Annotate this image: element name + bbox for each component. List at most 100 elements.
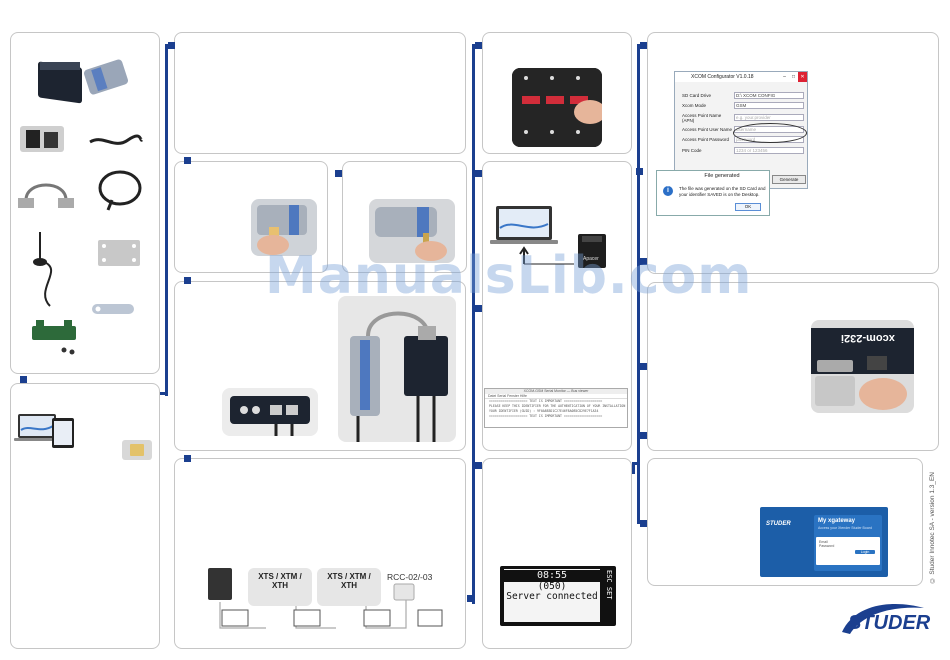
cable-connection-photo (338, 296, 456, 442)
info-icon: i (663, 186, 673, 196)
xcom-box-front-photo (222, 388, 318, 436)
device-label-2: XTS / XTM / XTH (327, 572, 371, 590)
field-label: Xcom Mode (682, 103, 707, 108)
mounting-plate-icon (98, 240, 140, 266)
rcc-lcd-display: 08:55 02.08.2015 (050) Server connected … (500, 566, 616, 626)
maximize-button[interactable]: □ (791, 74, 796, 80)
terminal-line: PLEASE KEEP THIS IDENTIFIER FOR THE AUTH… (489, 404, 627, 408)
requirements-illustration (14, 414, 152, 460)
serial-monitor-window: XCOM-GSM Serial Monitor — Bus viewer Dat… (484, 388, 628, 428)
field-label: Access Point User Name (682, 127, 733, 132)
flow-line (160, 392, 168, 395)
serial-cable-icon (18, 183, 74, 208)
tablet-icon (52, 418, 74, 448)
rcc-label: RCC-02/-03 (387, 572, 433, 582)
step-marker (184, 455, 191, 462)
device-label-1: XTS / XTM / XTH (258, 572, 302, 590)
sd-card-brand: Apacer (583, 256, 599, 262)
lcd-datetime: 08:55 02.08.2015 (504, 570, 600, 593)
sd-card-icon (578, 234, 606, 268)
ok-button[interactable]: OK (735, 203, 761, 211)
studer-logo: STUDER (848, 612, 931, 634)
login-form: Email Password Login (816, 537, 880, 565)
highlight-ellipse (733, 123, 807, 143)
dialog-title: File generated (704, 173, 740, 179)
sd-card-icon (20, 126, 64, 152)
studer-swoosh-icon (842, 603, 924, 634)
flow-line (632, 462, 640, 465)
step-marker (640, 520, 647, 527)
step-marker (636, 168, 643, 175)
field-label: SD Card Drive (682, 93, 712, 98)
file-generated-dialog: File generated i The file was generated … (656, 170, 770, 216)
step-marker (475, 305, 482, 312)
arrow-up-icon (519, 246, 529, 264)
laptop-sdcard-illustration (490, 206, 606, 268)
step-marker (335, 170, 342, 177)
flow-line (472, 44, 475, 604)
laptop-icon (14, 414, 60, 441)
generate-button[interactable]: Generate (772, 175, 806, 184)
minimize-button[interactable]: – (783, 74, 786, 80)
my-xgateway-portal: STUDER My xgateway Access your Xtender S… (760, 507, 888, 577)
flow-line (165, 44, 168, 396)
dip-switch-photo (512, 68, 602, 147)
sim-insertion-photo (251, 199, 317, 256)
xcom-box-icon (38, 61, 82, 104)
laptop-icon (490, 206, 558, 244)
bus-wiring-diagram (208, 568, 443, 629)
usb-key-icon (92, 304, 134, 314)
step-marker (467, 595, 474, 602)
copyright: © Studer Innotec SA - version 1.3_EN (929, 472, 936, 584)
gsm-modem-icon (84, 59, 128, 95)
apn-input[interactable]: e.g. your.provider (734, 114, 804, 121)
login-button[interactable]: Login (855, 550, 875, 554)
kit-contents-illustration (18, 59, 144, 355)
step-marker (640, 363, 647, 370)
dialog-message: The file was generated on the SD Card an… (679, 186, 766, 197)
mode-select[interactable]: GSM (734, 102, 804, 109)
lcd-code: (050) (537, 581, 567, 592)
field-label: PIN Code (682, 148, 702, 153)
din-rail-clips-icon (32, 320, 76, 355)
flow-line (632, 462, 635, 474)
step-marker (640, 42, 647, 49)
step-marker (640, 432, 647, 439)
sim-card-icon (122, 440, 152, 460)
step-marker (184, 157, 191, 164)
email-label: Email (819, 540, 828, 544)
field-label: Access Point Name (APN) (682, 112, 722, 123)
lcd-status: Server connected (506, 591, 598, 602)
usb-cable-icon (89, 134, 144, 145)
panel-step-intro (174, 32, 466, 154)
lcd-side-keys: ESC SET (605, 570, 613, 600)
panel-contents (10, 32, 160, 374)
antenna-connection-photo (369, 199, 455, 263)
step-marker (640, 258, 647, 265)
step-marker (475, 42, 482, 49)
field-label: Access Point Password (682, 137, 730, 142)
portal-logo: STUDER (766, 521, 791, 527)
sd-drive-select[interactable]: D:\ XCOM CONFIG (734, 92, 804, 99)
portal-title: My xgateway (818, 518, 856, 524)
flow-line (637, 44, 640, 524)
password-label: Password (819, 544, 835, 548)
terminal-line: YOUR IDENTIFIER (GUID) : 9F0A8B3D1C27E46… (489, 409, 599, 413)
terminal-menu[interactable]: Datei Serial Fenster Hilfe (485, 394, 627, 399)
watermark: ManualsLib.com (265, 246, 753, 306)
cable-coil-icon (98, 170, 142, 211)
step-marker (20, 376, 27, 383)
antenna-icon (33, 232, 52, 307)
close-button[interactable]: ✕ (798, 72, 807, 82)
step-marker (184, 277, 191, 284)
step-marker (475, 462, 482, 469)
modem-insertion-photo: xcom-232i (811, 320, 914, 413)
step-marker (475, 170, 482, 177)
window-title: XCOM Configurator V1.0.18 (691, 74, 754, 80)
terminal-line: ==================== TEXT IS IMPORTANT =… (489, 414, 603, 418)
modem-label: xcom-232i (841, 332, 895, 344)
terminal-title: XCOM-GSM Serial Monitor — Bus viewer (485, 389, 627, 394)
pin-input[interactable]: 1234 or 123456 (734, 147, 804, 154)
portal-subtitle: Access your Xtender Studer Board (818, 526, 872, 530)
terminal-line: ==================== TEXT IS IMPORTANT =… (489, 399, 603, 403)
